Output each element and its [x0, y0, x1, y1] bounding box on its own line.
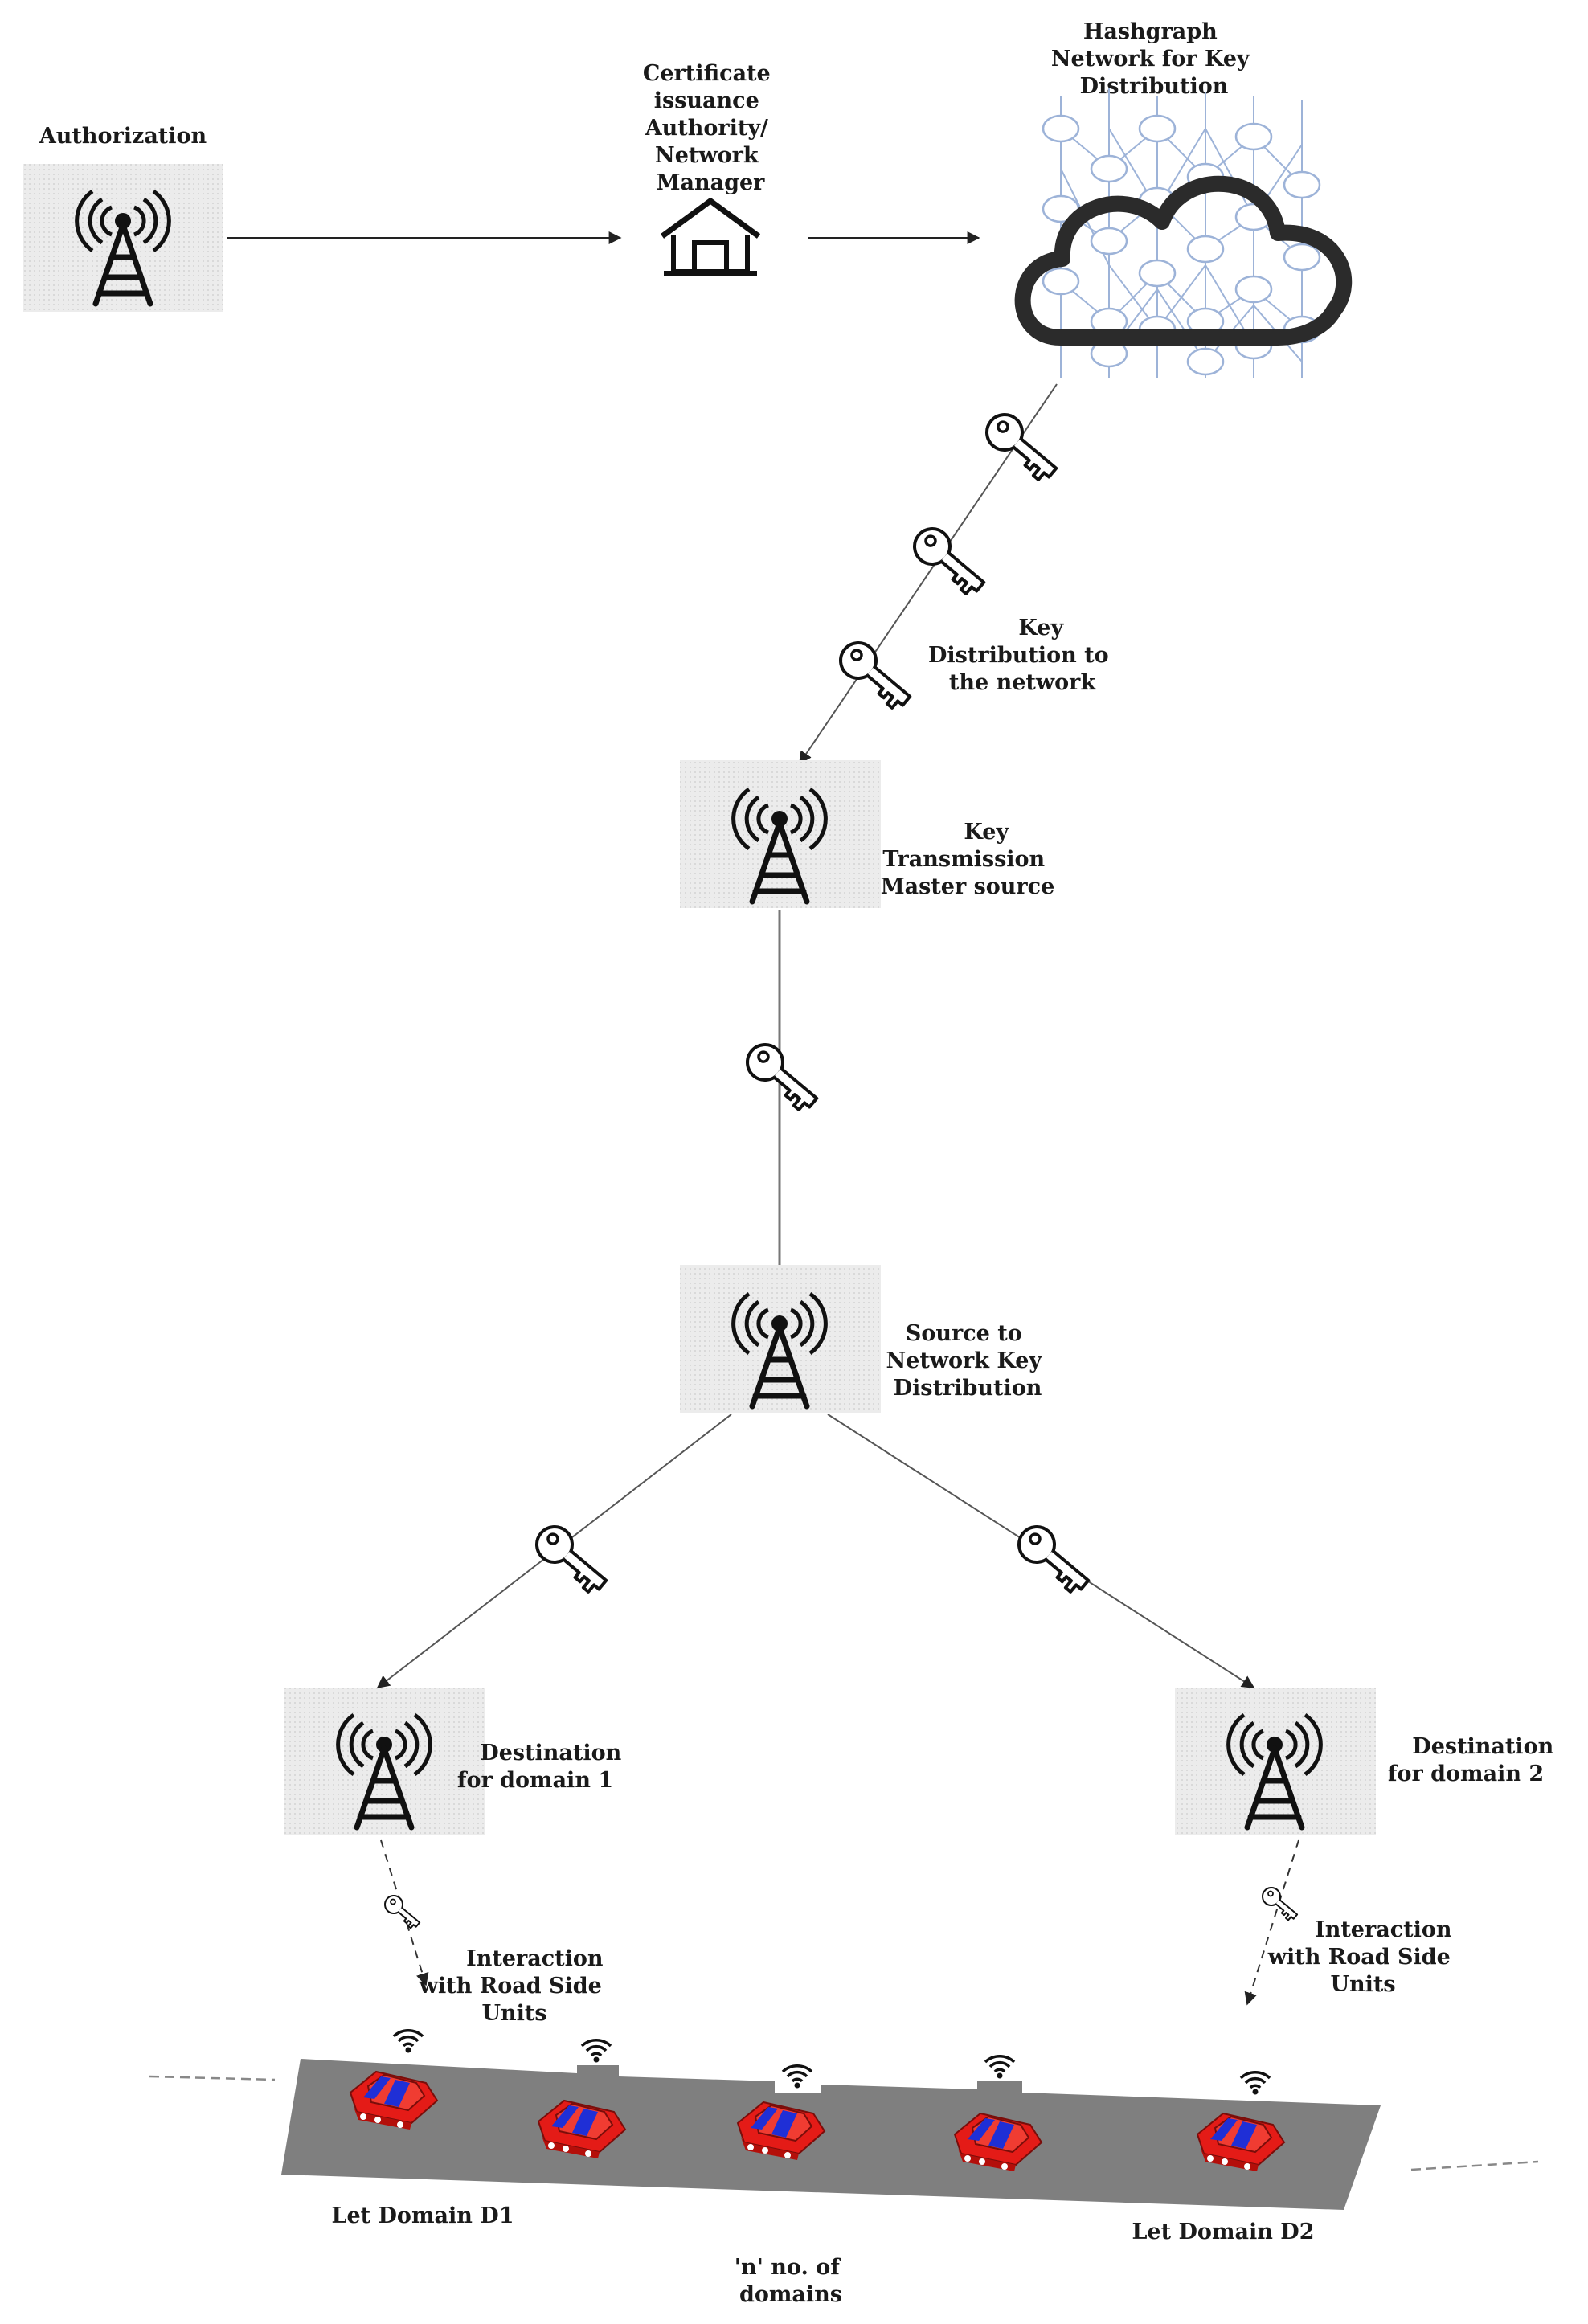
authorization-tower-box: [23, 164, 223, 312]
right-continuation-dash: [1410, 2160, 1539, 2171]
authorization-node: Authorization: [23, 124, 223, 312]
source-distribution-node: Source to Network Key Distribution: [680, 1265, 1049, 1413]
key-icon: [978, 406, 1066, 488]
domain-d1-label: Let Domain D1: [331, 2203, 514, 2228]
key-icon: [832, 634, 919, 716]
key-icon: [906, 520, 993, 602]
key-icon: [528, 1518, 616, 1600]
road: [281, 2059, 1381, 2210]
hashgraph-node: Hashgraph Network for Key Distribution: [1014, 19, 1353, 378]
destination-domain-1-node: Destination for domain 1: [284, 1688, 629, 1835]
authorization-label: Authorization: [39, 124, 207, 149]
master-tower-box: [680, 760, 881, 908]
destination-1-tower-box: [284, 1688, 485, 1835]
destination-domain-2-node: Destination for domain 2: [1175, 1688, 1561, 1835]
destination-2-label: Destination for domain 2: [1388, 1734, 1561, 1786]
left-continuation-dash: [149, 2075, 276, 2081]
interaction-2-label: Interaction with Road Side Units: [1267, 1917, 1459, 1997]
key-icon: [1010, 1518, 1098, 1600]
certificate-authority-label: Certificate issuance Authority/ Network …: [643, 61, 778, 195]
wifi-icon: [1239, 2071, 1271, 2097]
destination-2-tower-box: [1175, 1688, 1376, 1835]
wifi-icon: [984, 2055, 1016, 2081]
key-icon: [739, 1036, 826, 1118]
destination-1-label: Destination for domain 1: [457, 1741, 629, 1793]
domain-d2-label: Let Domain D2: [1132, 2220, 1314, 2244]
house-icon: [660, 198, 761, 276]
key-icon: [1258, 1883, 1302, 1925]
source-tower-box: [680, 1265, 881, 1413]
interaction-1-label: Interaction with Road Side Units: [419, 1946, 611, 2026]
source-distribution-label: Source to Network Key Distribution: [886, 1321, 1049, 1401]
key-distribution-label: Key Distribution to the network: [928, 616, 1116, 695]
hashgraph-label: Hashgraph Network for Key Distribution: [1051, 19, 1257, 99]
master-source-node: Key Transmission Master source: [680, 760, 1054, 908]
wifi-icon: [580, 2039, 612, 2064]
cloud-network-icon: [1014, 175, 1353, 346]
master-source-label: Key Transmission Master source: [881, 820, 1055, 899]
key-icon: [380, 1891, 424, 1933]
domain2-to-rsu-arrow: [1244, 1839, 1299, 2006]
wifi-icon: [781, 2064, 813, 2090]
wifi-icon: [392, 2029, 424, 2055]
certificate-authority-node: Certificate issuance Authority/ Network …: [643, 61, 778, 276]
n-domains-label: 'n' no. of domains: [735, 2255, 848, 2307]
